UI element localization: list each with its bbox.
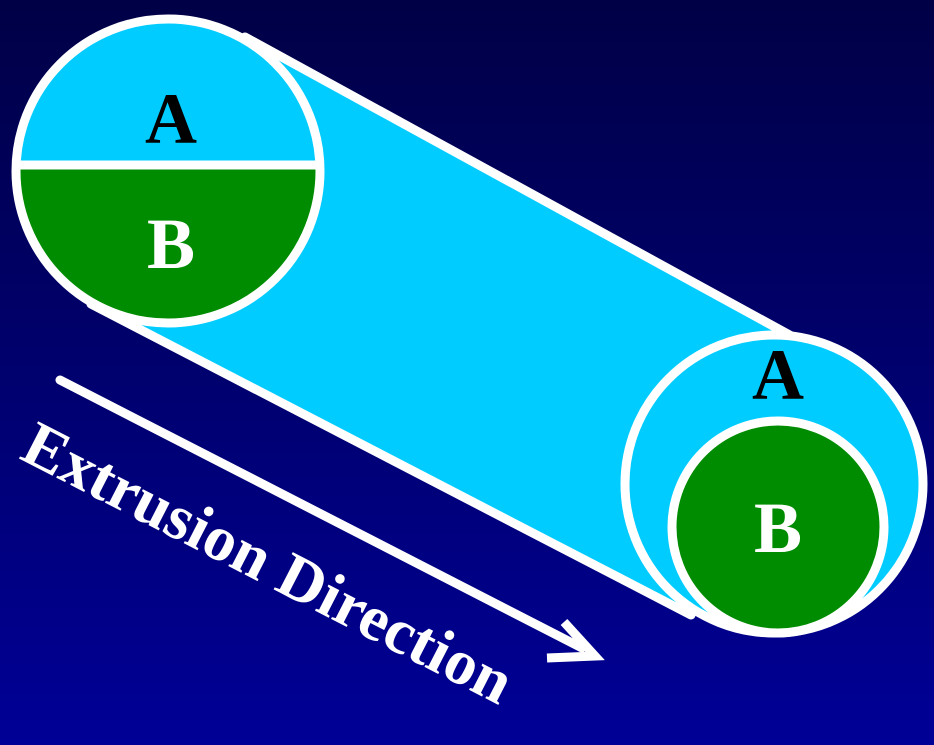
cylinder-top-edge [240, 32, 853, 372]
cylinder-bottom-edge [86, 299, 696, 620]
extrusion-arrow [55, 375, 605, 663]
right-outer-label: A [752, 335, 804, 415]
right-cross-section: A B [620, 330, 928, 638]
left-bottom-label: B [147, 204, 195, 284]
left-outline [11, 14, 325, 328]
right-inner-label: B [754, 488, 802, 568]
arrow-shaft [55, 375, 587, 653]
right-inner-region-b [667, 416, 889, 638]
left-top-label: A [145, 79, 197, 159]
arrow-head [546, 618, 605, 663]
